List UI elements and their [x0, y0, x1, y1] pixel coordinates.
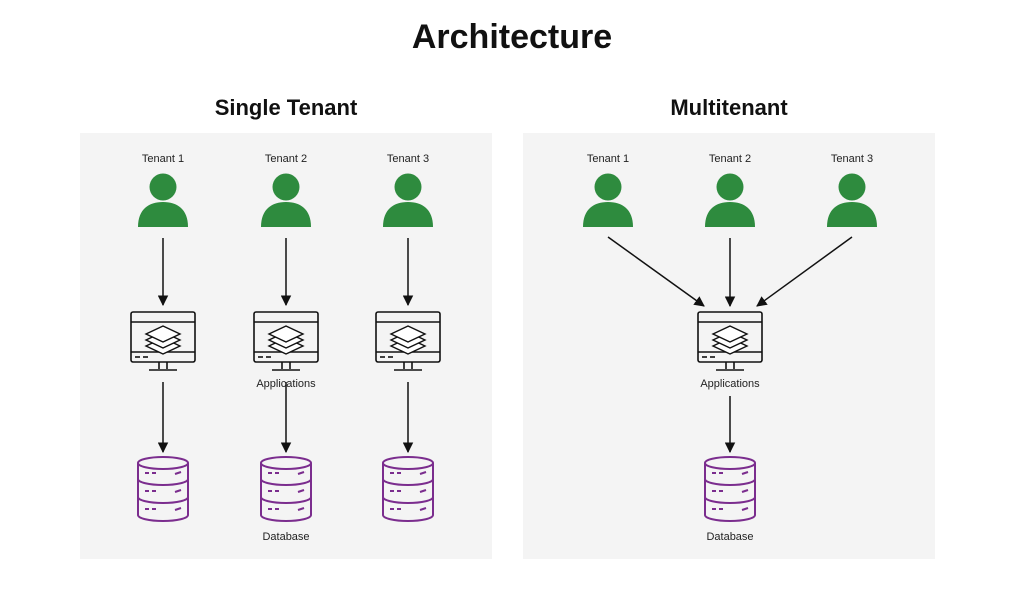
- layers-icon: [711, 325, 749, 355]
- single-tenant-heading: Single Tenant: [214, 95, 358, 120]
- person-icon: [138, 173, 188, 227]
- multitenant-heading: Multitenant: [670, 95, 788, 120]
- tenant-label: Tenant 3: [387, 153, 429, 165]
- applications-label: Applications: [700, 378, 760, 390]
- arrow-icon: [756, 236, 853, 307]
- monitor-icon: [253, 311, 319, 371]
- database-icon: [704, 456, 756, 522]
- database-label: Database: [262, 531, 309, 543]
- layers-icon: [389, 325, 427, 355]
- tenant-label: Tenant 1: [142, 153, 184, 165]
- person-icon: [261, 173, 311, 227]
- person-icon: [583, 173, 633, 227]
- tenant-label: Tenant 1: [587, 153, 629, 165]
- database-icon: [137, 456, 189, 522]
- monitor-icon: [697, 311, 763, 371]
- tenant-label: Tenant 2: [265, 153, 307, 165]
- database-icon: [382, 456, 434, 522]
- diagram-title: Architecture: [411, 18, 613, 56]
- database-icon: [260, 456, 312, 522]
- tenant-label: Tenant 3: [831, 153, 873, 165]
- layers-icon: [267, 325, 305, 355]
- person-icon: [383, 173, 433, 227]
- person-icon: [827, 173, 877, 227]
- layers-icon: [144, 325, 182, 355]
- person-icon: [705, 173, 755, 227]
- tenant-label: Tenant 2: [709, 153, 751, 165]
- arrow-icon: [607, 236, 705, 307]
- applications-label: Applications: [256, 378, 316, 390]
- database-label: Database: [706, 531, 753, 543]
